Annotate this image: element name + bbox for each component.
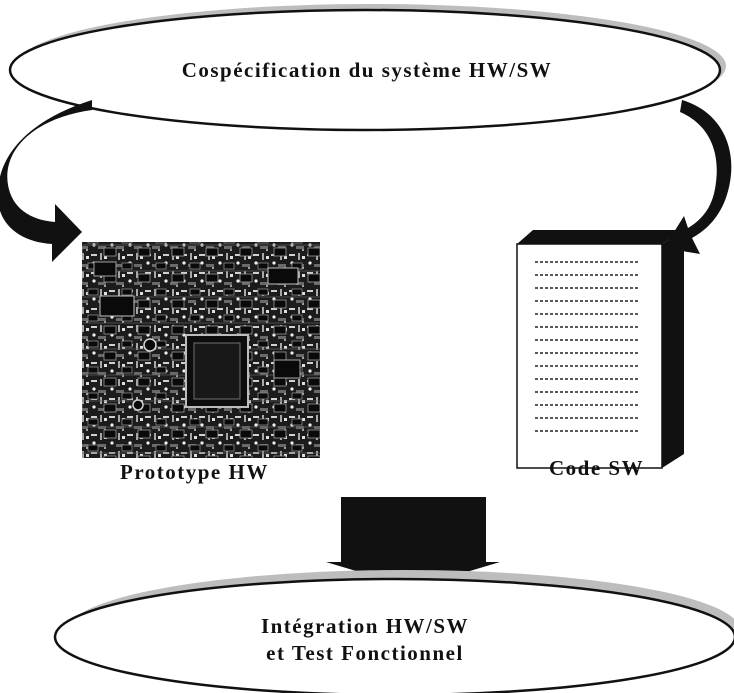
- circuit-board-image: [82, 242, 320, 458]
- cospecification-ellipse: [8, 4, 726, 132]
- left-curved-arrow-icon: [0, 100, 92, 262]
- integration-label: Intégration HW/SW et Test Fonctionnel: [200, 613, 530, 667]
- right-curved-arrow-icon: [664, 100, 732, 254]
- integration-label-line-1: Intégration HW/SW: [260, 614, 470, 638]
- cospecification-label: Cospécification du système HW/SW: [181, 58, 553, 82]
- code-document-icon: [516, 230, 684, 469]
- integration-ellipse: [53, 570, 734, 693]
- prototype-hw-caption: Prototype HW: [120, 460, 269, 484]
- down-arrow-icon: [326, 497, 500, 588]
- code-sw-caption: Code SW: [549, 456, 645, 480]
- integration-label-line-2: et Test Fonctionnel: [266, 641, 464, 665]
